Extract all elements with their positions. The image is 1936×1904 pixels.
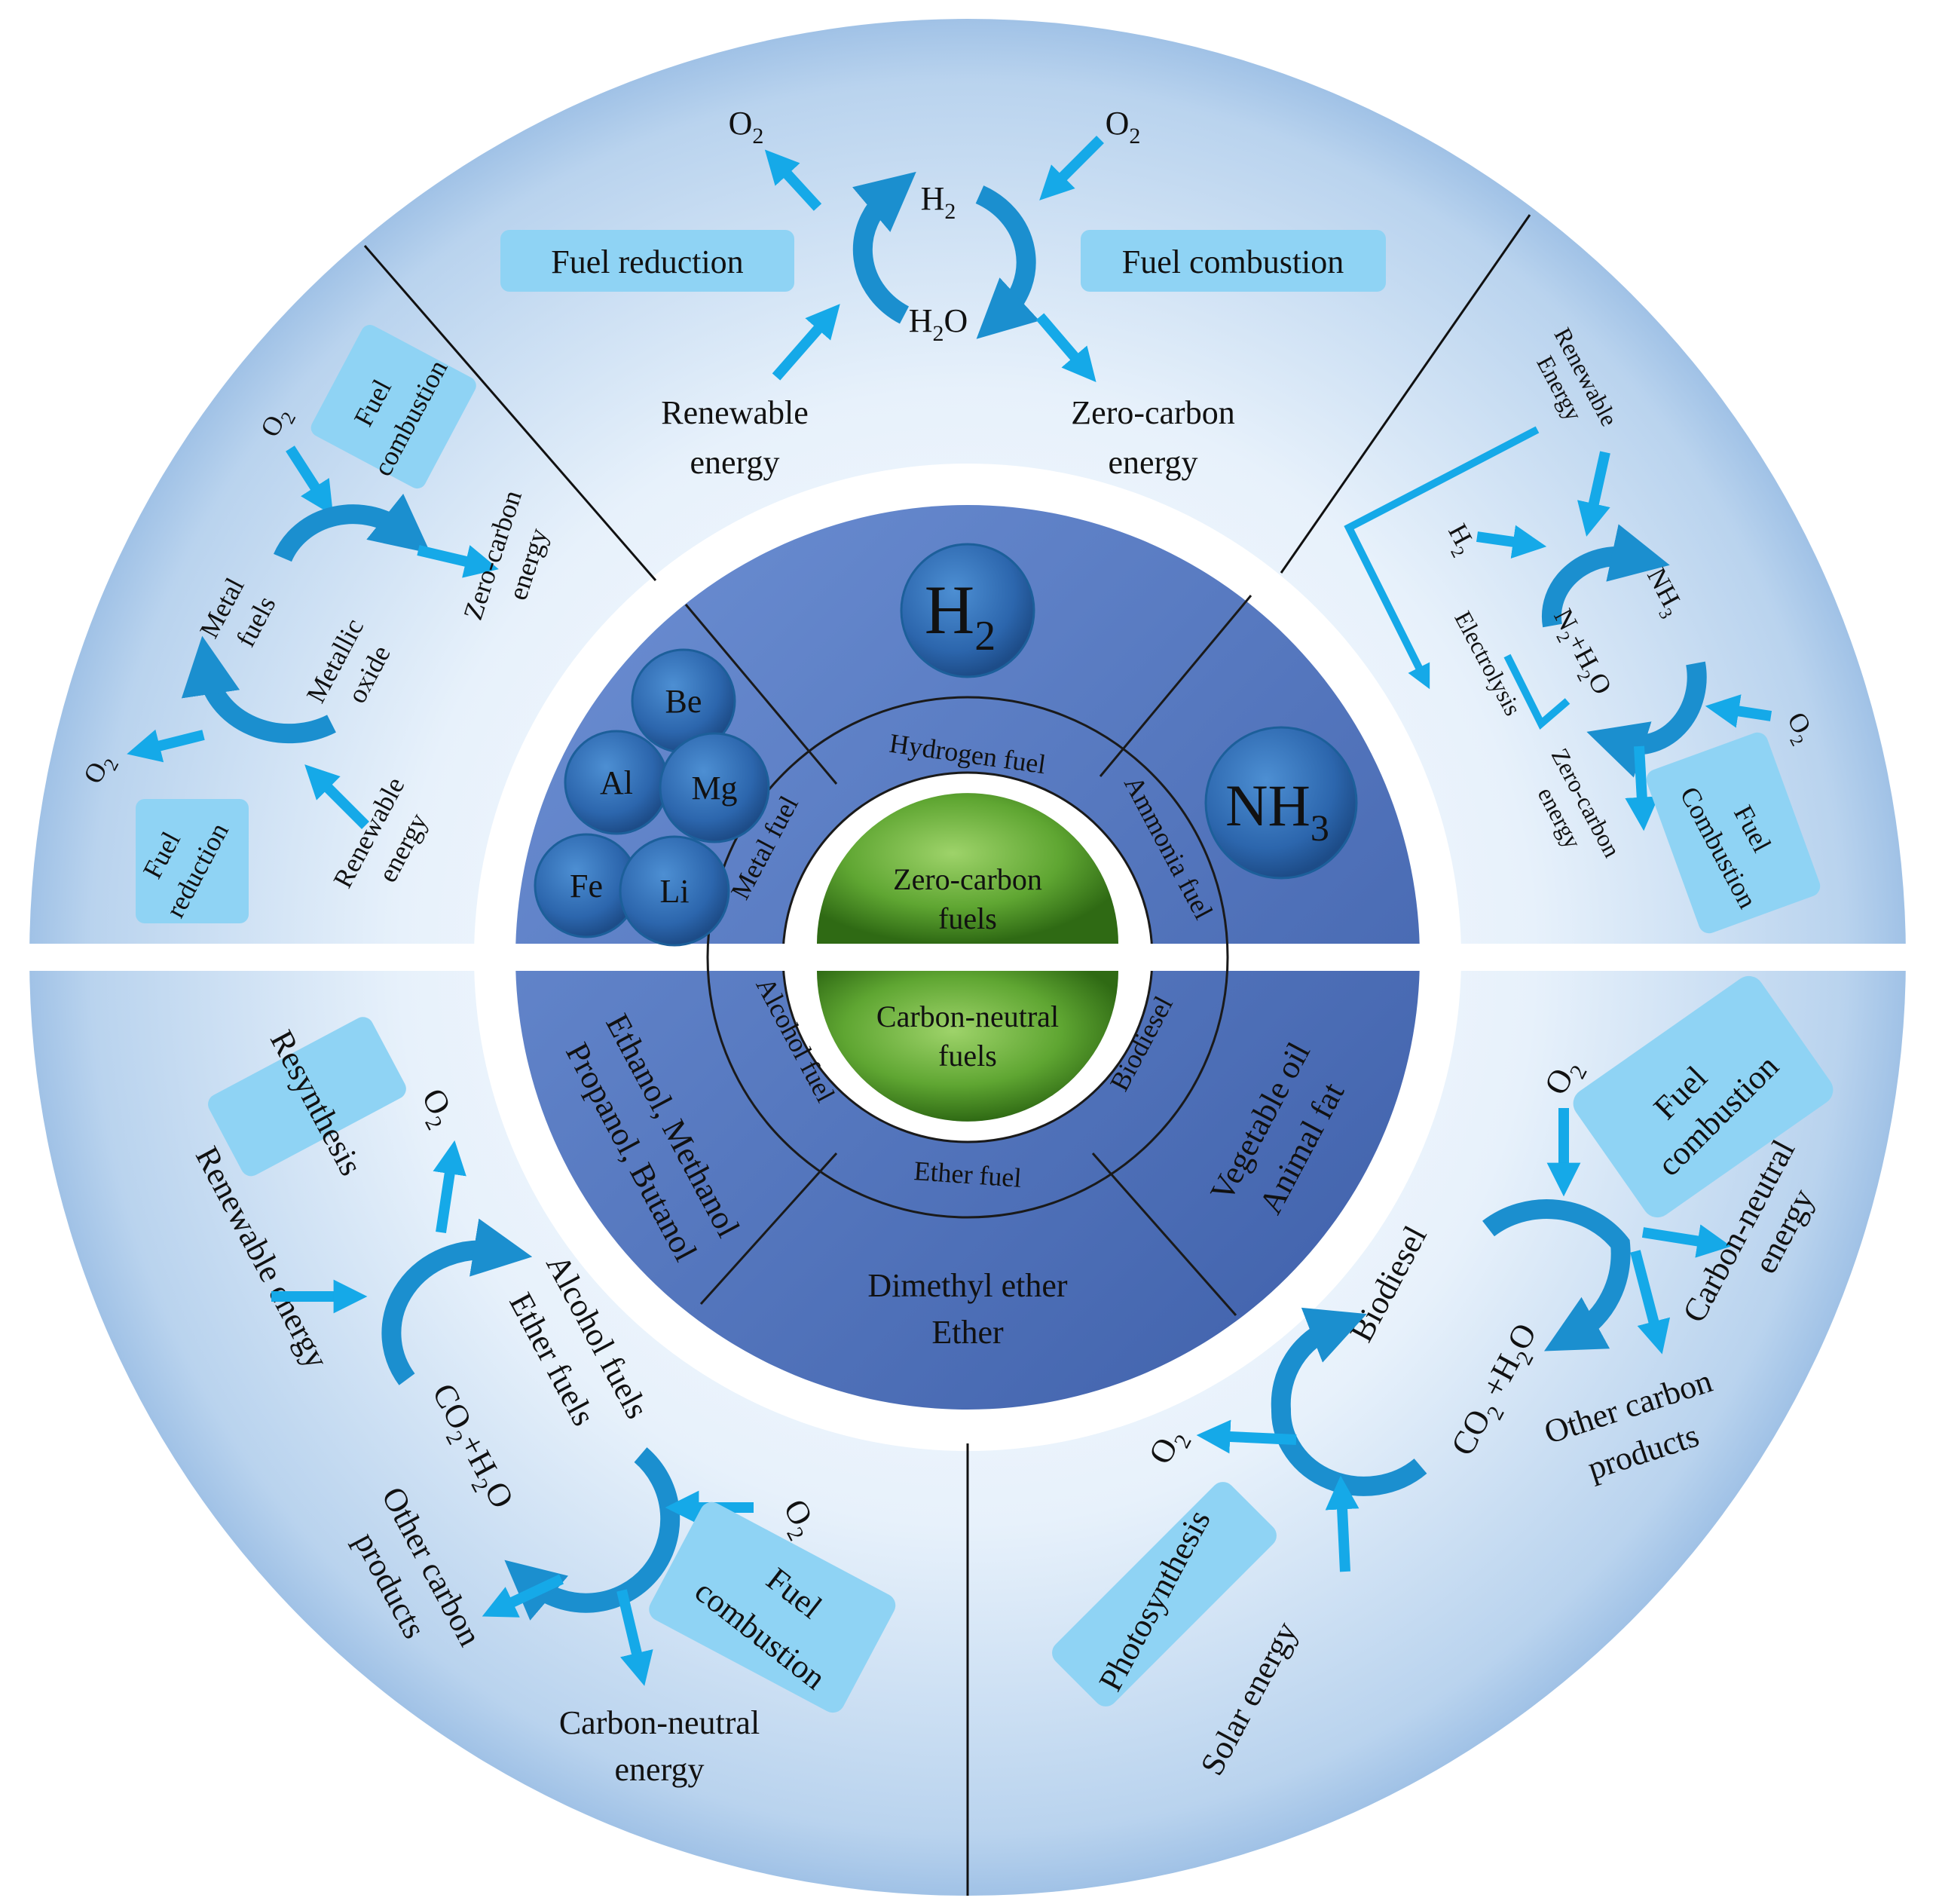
h-fuel-reduction: Fuel reduction: [551, 243, 743, 280]
b-arrow-solar: [1325, 1475, 1359, 1572]
core-top-line1: Zero-carbon: [893, 862, 1042, 896]
metal-be: Be: [665, 683, 702, 720]
a-renewable-path: [1344, 426, 1540, 690]
h-h2o: H2O: [909, 302, 968, 346]
a-fuel-combustion-box: [1646, 732, 1821, 934]
al-arrow-other-carbon: [482, 1574, 564, 1618]
b-photosynthesis-box: [1052, 1482, 1277, 1707]
h-arc-right: [975, 185, 1040, 339]
h2-ball-label: H2: [925, 571, 996, 660]
h-zero-carbon-1: Zero-carbon: [1071, 394, 1234, 431]
h-fuel-combustion-box: [1081, 230, 1386, 292]
nh3-ball-label: NH3: [1225, 773, 1329, 849]
metal-li: Li: [659, 873, 689, 910]
inner-divider-2: [1099, 595, 1252, 777]
nh3-ball: [1204, 726, 1358, 880]
a-electrolysis-path: [1503, 654, 1571, 730]
al-resynthesis-box: [208, 1017, 406, 1177]
b-arc-top: [1482, 1199, 1631, 1351]
ring-label-ether-fuel: Ether fuel: [913, 1156, 1022, 1193]
b-arrow-carbon-neutral: [1641, 1224, 1732, 1258]
metal-mg: Mg: [691, 770, 737, 807]
al-arrow-o2-out: [433, 1140, 466, 1234]
h-zero-carbon-2: energy: [1109, 444, 1198, 481]
h-arrow-o2-out: [764, 149, 822, 211]
h-o2-left: O2: [729, 105, 764, 148]
ethers-line2: Ether: [931, 1314, 1004, 1351]
m-arrow-renewable: [304, 764, 369, 829]
metal-al: Al: [600, 764, 633, 801]
a-arrow-h2: [1476, 525, 1547, 559]
m-arrow-o2-out: [127, 729, 205, 763]
al-arc-bottom: [504, 1447, 681, 1621]
m-arc-top: [274, 494, 431, 562]
a-arrow-zero-carbon: [1625, 745, 1659, 831]
h-fuel-combustion: Fuel combustion: [1122, 243, 1344, 280]
h-renewable-2: energy: [690, 444, 780, 481]
h-arrow-renewable: [772, 304, 840, 381]
metal-cycle: Fuel combustion O2 Zero-carbon energy Me…: [78, 325, 554, 923]
h-o2-right: O2: [1106, 105, 1141, 148]
h-arc-left: [852, 171, 916, 324]
b-arrow-other-carbon: [1630, 1250, 1671, 1355]
h-arrow-zero-carbon: [1035, 313, 1096, 383]
core-bottom-line1: Carbon-neutral: [876, 999, 1059, 1033]
ethers-line1: Dimethyl ether: [867, 1267, 1067, 1304]
h-renewable-1: Renewable: [661, 394, 808, 431]
inner-divider-1: [684, 604, 838, 785]
inner-ring-outer-line: [706, 696, 1229, 1219]
m-fuel-reduction-box: [136, 799, 249, 923]
core-top-line2: fuels: [938, 901, 997, 935]
al-arrow-carbon-neutral: [616, 1589, 653, 1686]
h-fuel-reduction-box: [500, 230, 794, 292]
b-fuel-combustion-box: [1573, 975, 1834, 1218]
a-arc-bottom: [1586, 661, 1707, 778]
h2-ball: [900, 543, 1035, 678]
al-carbon-neutral-2: energy: [615, 1751, 705, 1788]
hydrogen-cycle: Fuel reduction Fuel combustion H2 H2O O2…: [500, 105, 1386, 481]
m-arrow-o2-in: [286, 445, 334, 516]
a-arrow-o2: [1705, 694, 1772, 728]
divider-top-right: [1280, 214, 1531, 574]
core-bottom-line2: fuels: [938, 1039, 997, 1073]
a-arrow-renewable: [1577, 451, 1610, 537]
m-fuel-combustion-box: [310, 325, 476, 489]
al-arc-top: [381, 1218, 533, 1385]
m-arc-bottom: [181, 635, 336, 744]
metal-ball-mg: [659, 732, 770, 843]
divider-top-left: [363, 245, 657, 581]
inner-divider-4: [1091, 1153, 1237, 1316]
metal-fe: Fe: [570, 868, 603, 905]
a-arc-top: [1541, 524, 1670, 628]
m-arrow-zero-carbon: [417, 545, 499, 578]
b-arrow-o2-out: [1196, 1419, 1297, 1454]
core-top-zero-carbon: [817, 793, 1118, 944]
h-arrow-o2-in: [1039, 136, 1104, 201]
core-separator: [776, 944, 1159, 971]
al-carbon-neutral-1: Carbon-neutral: [559, 1704, 760, 1741]
h-h2: H2: [921, 180, 956, 224]
metal-ball-li: [619, 835, 730, 947]
inner-divider-3: [699, 1152, 838, 1306]
core-bottom-carbon-neutral: [817, 971, 1118, 1122]
al-fuel-combustion-box: [649, 1501, 896, 1713]
